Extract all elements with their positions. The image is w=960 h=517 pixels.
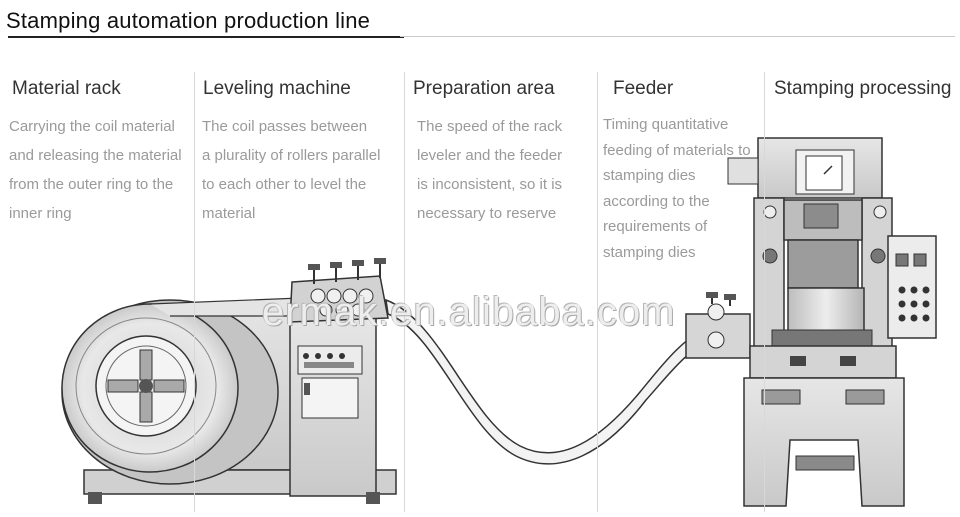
heading-leveling-machine: Leveling machine: [203, 78, 351, 99]
description-line: requirements of: [603, 218, 708, 235]
heading-feeder: Feeder: [613, 78, 674, 99]
description-line: from the outer ring to the: [9, 176, 174, 193]
column-separator: [404, 72, 405, 512]
watermark-text: ermak.en.alibaba.com: [262, 290, 676, 334]
description-line: is inconsistent, so it is: [417, 176, 563, 193]
leveling-machine: [289, 258, 389, 504]
heading-stamping-processing: Stamping processing: [774, 78, 952, 99]
heading-preparation-area: Preparation area: [413, 78, 555, 99]
description-line: Timing quantitative: [603, 116, 729, 133]
description-line: to each other to level the: [202, 176, 367, 193]
feeder-machine: [685, 292, 751, 359]
description-line: necessary to reserve: [417, 205, 557, 222]
description-line: a plurality of rollers parallel: [202, 147, 381, 164]
heading-material-rack: Material rack: [12, 78, 121, 99]
description-preparation-area: The speed of the rack leveler and the fe…: [417, 112, 562, 228]
header-divider: [400, 36, 955, 37]
column-separator: [597, 72, 598, 512]
description-line: leveler and the feeder: [417, 147, 563, 164]
description-feeder: Timing quantitative feeding of materials…: [603, 112, 751, 265]
page-title: Stamping automation production line: [6, 8, 371, 33]
description-line: stamping dies: [603, 243, 696, 261]
description-line: inner ring: [9, 205, 72, 222]
description-line: Carrying the coil material: [9, 118, 175, 135]
description-line: and releasing the material: [9, 147, 182, 164]
description-line: according to the: [603, 192, 710, 210]
description-line: material: [202, 205, 256, 222]
description-leveling-machine: The coil passes between a plurality of r…: [202, 112, 380, 228]
description-line: The coil passes between: [202, 118, 368, 135]
column-separator: [764, 72, 765, 512]
description-line: feeding of materials to: [603, 141, 751, 159]
description-line: stamping dies: [603, 167, 696, 184]
title-underline: [8, 36, 404, 38]
column-separator: [194, 72, 195, 512]
stamping-press: [727, 137, 937, 507]
description-line: The speed of the rack: [417, 118, 563, 135]
description-material-rack: Carrying the coil material and releasing…: [9, 112, 182, 228]
